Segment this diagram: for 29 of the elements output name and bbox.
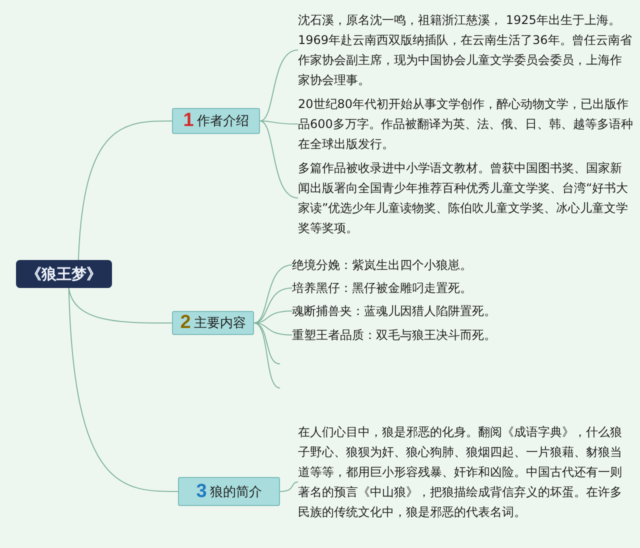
connector-line bbox=[260, 120, 298, 198]
topic-label: 狼的简介 bbox=[210, 484, 262, 500]
topic-number: 2 bbox=[180, 312, 191, 334]
connector-line bbox=[68, 288, 172, 324]
note-text: 在人们心目中，狼是邪恶的化身。翻阅《成语字典》，什么狼子野心、狼狈为奸、狼心狗肺、狼烟四起、一片狼藉、豺狼当道等等，都用巨小形容残暴、奸诈和凶险。中国古代还有一则著名的预言《中山狼》，把狼描绘成背信弃义的坏蛋。在许多民族的传统文化中，狼是邪恶的代表名词。 bbox=[298, 422, 633, 522]
connector-line bbox=[280, 482, 298, 492]
topic-label: 作者介绍 bbox=[196, 113, 249, 130]
connector-line bbox=[260, 120, 298, 124]
central-topic: 《狼王梦》 bbox=[16, 260, 112, 288]
note-text: 沈石溪，原名沈一鸣，祖籍浙江慈溪， 1925年出生于上海。1969年赴云南西双版纳插队，在云南生活了36年。曾任云南省作家协会副主席，现为中国协会儿童文学委员会委员，上海作家协会理事。 bbox=[298, 10, 633, 90]
note-text: 绝境分娩：紫岚生出四个小狼崽。 bbox=[292, 255, 622, 275]
topic-label: 主要内容 bbox=[194, 315, 246, 332]
topic-number: 3 bbox=[196, 480, 207, 502]
topic-box bbox=[172, 108, 260, 134]
connector-line bbox=[254, 264, 292, 324]
note-text: 重塑王者品质：双毛与狼王决斗而死。 bbox=[292, 325, 622, 345]
topic-box bbox=[172, 311, 254, 335]
connector-line bbox=[254, 288, 292, 324]
topic-box bbox=[178, 477, 280, 506]
topic-number: 1 bbox=[183, 110, 194, 132]
connector-line bbox=[254, 322, 280, 388]
connector-line bbox=[254, 322, 292, 336]
note-text: 多篇作品被收录进中小学语文教材。曾获中国图书奖、国家新闻出版署向全国青少年推荐百种优秀儿童文学奖、台湾“好书大家读”优选少年儿童读物奖、陈伯吹儿童文学奖、冰心儿童文学奖等奖项。 bbox=[298, 158, 633, 238]
note-text: 20世纪80年代初开始从事文学创作，醉心动物文学，已出版作品600多万字。作品被翻译为英、法、俄、日、韩、越等多语种在全球出版发行。 bbox=[298, 94, 633, 154]
connector-line bbox=[260, 50, 298, 122]
connector-line bbox=[78, 120, 172, 260]
note-text: 魂断捕兽夹：蓝魂儿因猎人陷阱置死。 bbox=[292, 301, 622, 321]
connector-line bbox=[68, 288, 178, 492]
note-text: 培养黑仔：黑仔被金雕叼走置死。 bbox=[292, 278, 622, 298]
